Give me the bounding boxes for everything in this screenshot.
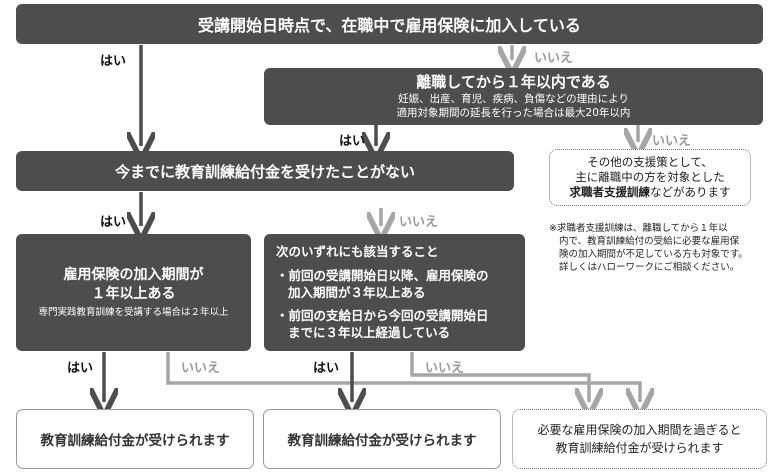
right-question-note-1: 妊娠、出産、育児、疾病、負傷などの理由により	[398, 93, 629, 105]
result-conditional: 必要な雇用保険の加入期間を過ぎると 教育訓練給付金が受けられます	[512, 409, 767, 469]
right-question-title: 離職してから１年以内である	[416, 73, 611, 91]
job-seeker-training-label: 求職者支援訓練	[569, 185, 651, 199]
box-a-yes-label: はい	[67, 361, 94, 376]
right-question-box: 離職してから１年以内である 妊娠、出産、育児、疾病、負傷などの理由により 適用対…	[264, 68, 763, 125]
other-support-box: その他の支援策として、 主に離職中の方を対象とした 求職者支援訓練などがあります	[549, 149, 751, 206]
middle-question-text: 今までに教育訓練給付金を受けたことがない	[114, 162, 415, 181]
other-support-line3: 求職者支援訓練などがあります	[570, 185, 731, 200]
box-b-yes-label: はい	[313, 361, 340, 376]
top-question-text: 受講開始日時点で、在職中で雇用保険に加入している	[198, 16, 581, 35]
condition-2-line2: までに３年以上経過している	[288, 325, 451, 340]
right-question-note-2: 適用対象期間の延長を行った場合は最大20年以内	[396, 107, 631, 119]
condition-2-line1: ・前回の支給日から今回の受講開始日	[276, 308, 489, 323]
other-support-line2: 主に離職中の方を対象とした	[575, 170, 725, 184]
footnote-line3: 険の加入期間が不足している方も対象です。	[559, 249, 748, 260]
middle-question-box: 今までに教育訓練給付金を受けたことがない	[16, 151, 514, 191]
other-support-line3-rest: などがあります	[650, 185, 731, 199]
condition-1-line1: ・前回の受講開始日以降、雇用保険の	[276, 268, 489, 283]
footnote-line2: 内で、教育訓練給付の受給に必要な雇用保	[559, 236, 740, 247]
arrow-a-no	[166, 352, 640, 402]
footnote: ※求職者支援訓練は、離職してから１年以 内で、教育訓練給付の受給に必要な雇用保 …	[549, 222, 774, 274]
box-b-no-label: いいえ	[425, 361, 465, 376]
box-a-no-label: いいえ	[181, 361, 221, 376]
footnote-line1: ※求職者支援訓練は、離職してから１年以	[549, 223, 728, 234]
arrow-b-no	[410, 352, 589, 402]
conditions-box: 次のいずれにも該当すること ・前回の受講開始日以降、雇用保険の 加入期間が３年以…	[264, 234, 525, 351]
result-2-text: 教育訓練給付金が受けられます	[287, 433, 477, 449]
condition-1-line2: 加入期間が３年以上ある	[288, 285, 426, 300]
right-yes-label: はい	[339, 134, 366, 149]
right-no-label: いいえ	[652, 134, 692, 149]
conditions-heading: 次のいずれにも該当すること	[276, 244, 439, 259]
result-3-line2: 教育訓練給付金が受けられます	[555, 441, 724, 455]
result-eligible-2: 教育訓練給付金が受けられます	[263, 409, 501, 469]
top-yes-label: はい	[100, 54, 127, 69]
result-1-text: 教育訓練給付金が受けられます	[40, 433, 230, 449]
top-no-label: いいえ	[534, 51, 574, 66]
middle-no-label: いいえ	[399, 215, 439, 230]
insurance-period-line2: １年以上ある	[91, 285, 176, 302]
insurance-period-box: 雇用保険の加入期間が １年以上ある 専門実践教育訓練を受講する場合は２年以上	[16, 234, 251, 351]
middle-yes-label: はい	[100, 215, 127, 230]
top-question-box: 受講開始日時点で、在職中で雇用保険に加入している	[16, 4, 763, 44]
insurance-period-line1: 雇用保険の加入期間が	[63, 266, 204, 283]
footnote-line4: 詳しくはハローワークにご相談ください。	[559, 262, 740, 273]
result-3-line1: 必要な雇用保険の加入期間を過ぎると	[537, 423, 742, 437]
insurance-period-note: 専門実践教育訓練を受講する場合は２年以上	[38, 306, 229, 318]
other-support-line1: その他の支援策として、	[587, 155, 713, 169]
result-eligible-1: 教育訓練給付金が受けられます	[16, 409, 254, 469]
